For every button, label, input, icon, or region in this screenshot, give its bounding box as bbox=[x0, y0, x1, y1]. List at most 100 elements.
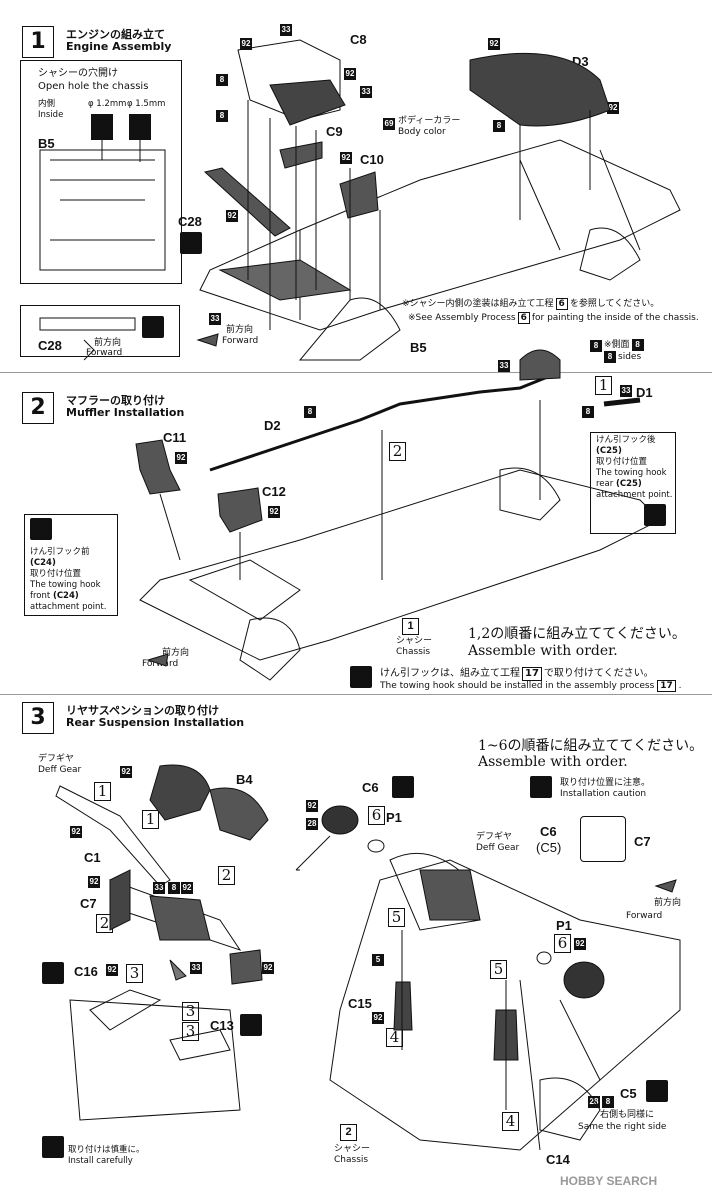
part-number-33: 33 bbox=[620, 385, 632, 397]
front-hook-jp2: 取り付け位置 bbox=[30, 569, 82, 579]
order-marker-1: 1 bbox=[595, 376, 612, 395]
drill-diameter-2: φ 1.5mm bbox=[127, 99, 166, 109]
order-marker-3: 3 bbox=[126, 964, 143, 983]
section-divider bbox=[0, 694, 712, 695]
order-marker-6: 6 bbox=[554, 934, 571, 953]
part-number-92: 92 bbox=[120, 766, 132, 778]
part-number-92: 92 bbox=[268, 506, 280, 518]
rear-hook-jp: けん引フック後 bbox=[596, 435, 656, 445]
step-2-title-en: Muffler Installation bbox=[66, 406, 185, 419]
section-divider bbox=[0, 372, 712, 373]
part-number-8: 8 bbox=[304, 406, 316, 418]
part-number-8: 8 bbox=[582, 406, 594, 418]
paint-icon bbox=[350, 666, 372, 688]
deff-gear-en: Deff Gear bbox=[38, 765, 82, 775]
paint-icon bbox=[646, 1080, 668, 1102]
rear-hook-en1: The towing hook bbox=[596, 468, 667, 478]
step-1-number: 1 bbox=[22, 26, 54, 58]
label-d2: D2 bbox=[264, 418, 281, 433]
chassis-en: Chassis bbox=[396, 647, 431, 657]
open-hole-title-jp: シャシーの穴開け bbox=[38, 68, 118, 79]
part-number-8: 8 bbox=[168, 882, 180, 894]
part-number-92: 92 bbox=[240, 38, 252, 50]
forward-jp: 前方向 bbox=[226, 325, 254, 335]
part-number-92: 92 bbox=[340, 152, 352, 164]
label-c13: C13 bbox=[210, 1018, 234, 1033]
order-note-en: Assemble with order. bbox=[478, 754, 628, 770]
label-c5-inset: (C5) bbox=[536, 840, 562, 855]
chassis-en: Chassis bbox=[334, 1155, 369, 1165]
same-right-side-en: Same the right side bbox=[578, 1122, 667, 1132]
inside-en: Inside bbox=[38, 110, 64, 120]
drill-1-icon bbox=[91, 114, 113, 140]
part-number-8: 8 bbox=[602, 1096, 614, 1108]
part-number-92: 92 bbox=[607, 102, 619, 114]
order-note-jp: 1,2の順番に組み立ててください。 bbox=[468, 626, 686, 642]
chassis-step-ref: 1 bbox=[402, 618, 419, 635]
chassis-jp: シャシー bbox=[396, 636, 433, 646]
label-p1: P1 bbox=[386, 810, 402, 825]
deff-gear-en: Deff Gear bbox=[476, 843, 520, 853]
part-number-92: 92 bbox=[88, 876, 100, 888]
deff-gear-jp: デフギヤ bbox=[38, 754, 75, 764]
order-marker-1: 1 bbox=[142, 810, 159, 829]
order-marker-6: 6 bbox=[368, 806, 385, 825]
part-number-92: 92 bbox=[181, 882, 193, 894]
watermark: HOBBY SEARCH bbox=[560, 1174, 658, 1188]
paint-icon bbox=[30, 518, 52, 540]
part-number-8: 8 bbox=[493, 120, 505, 132]
label-c9: C9 bbox=[326, 124, 343, 139]
front-hook-jp: けん引フック前 bbox=[30, 547, 90, 557]
paint-icon bbox=[180, 232, 202, 254]
label-b4: B4 bbox=[236, 772, 253, 787]
part-number-33: 33 bbox=[190, 962, 202, 974]
paint-icon bbox=[42, 962, 64, 984]
front-hook-en2: front (C24) bbox=[30, 591, 79, 601]
part-number-92: 92 bbox=[175, 452, 187, 464]
caution-jp: 取り付け位置に注意。 bbox=[560, 778, 651, 788]
paint-icon bbox=[240, 1014, 262, 1036]
hook-note-en: The towing hook should be installed in t… bbox=[380, 680, 682, 693]
order-marker-5: 5 bbox=[490, 960, 507, 979]
label-b5: B5 bbox=[38, 136, 55, 151]
drill-2-icon bbox=[129, 114, 151, 140]
forward-jp: 前方向 bbox=[162, 648, 190, 658]
label-c15: C15 bbox=[348, 996, 372, 1011]
part-number-33: 33 bbox=[280, 24, 292, 36]
part-number-92: 92 bbox=[70, 826, 82, 838]
step-1-title-jp: エンジンの組み立て bbox=[66, 28, 165, 41]
label-c14: C14 bbox=[546, 1152, 570, 1167]
same-right-side-jp: 右側も同様に bbox=[600, 1110, 655, 1120]
rear-hook-part: (C25) bbox=[596, 446, 622, 456]
front-hook-en1: The towing hook bbox=[30, 580, 101, 590]
paint-icon bbox=[392, 776, 414, 798]
order-marker-2: 2 bbox=[218, 866, 235, 885]
part-number-92: 92 bbox=[344, 68, 356, 80]
step-3-title-en: Rear Suspension Installation bbox=[66, 716, 245, 729]
part-number-8: 5 bbox=[372, 954, 384, 966]
step-2-number: 2 bbox=[22, 392, 54, 424]
label-c6-inset: C6 bbox=[540, 824, 557, 839]
part-number-92: 92 bbox=[106, 964, 118, 976]
drill-diameter-1: φ 1.2mm bbox=[88, 99, 127, 109]
color-number-badge: 69 bbox=[383, 118, 395, 130]
part-number-33: 33 bbox=[209, 313, 221, 325]
order-note-jp: 1~6の順番に組み立ててください。 bbox=[478, 738, 704, 754]
rear-hook-en3: attachment point. bbox=[596, 490, 673, 500]
step-3-title-jp: リヤサスペンションの取り付け bbox=[66, 704, 220, 717]
part-number-28: 28 bbox=[306, 818, 318, 830]
part-number-33: 33 bbox=[360, 86, 372, 98]
step-2-title-jp: マフラーの取り付け bbox=[66, 394, 165, 407]
part-number-33: 33 bbox=[498, 360, 510, 372]
part-number-92: 92 bbox=[306, 800, 318, 812]
careful-jp: 取り付けは慎重に。 bbox=[68, 1145, 145, 1155]
deff-gear-jp: デフギヤ bbox=[476, 832, 513, 842]
part-number-92: 92 bbox=[372, 1012, 384, 1024]
part-number-8: 8 bbox=[590, 340, 602, 352]
paint-icon bbox=[530, 776, 552, 798]
order-marker-1: 1 bbox=[94, 782, 111, 801]
caution-inset-image bbox=[580, 816, 626, 862]
